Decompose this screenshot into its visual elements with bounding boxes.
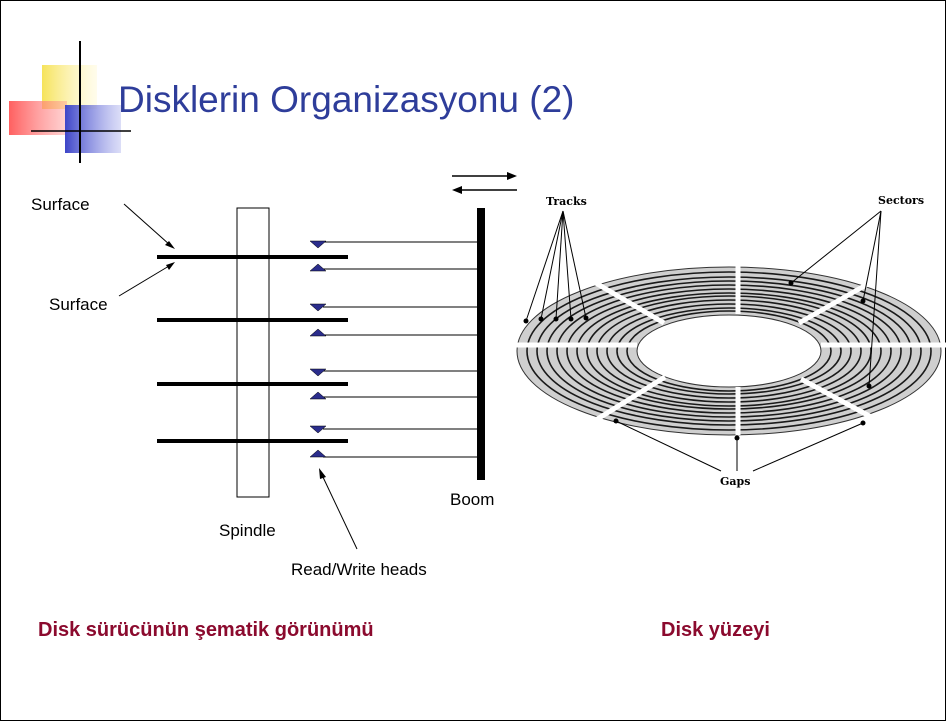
read-write-heads (309, 240, 327, 458)
gaps-label: Gaps (720, 475, 750, 488)
read-write-heads-label: Read/Write heads (291, 560, 427, 579)
platters (157, 255, 348, 443)
disk-callout-arrows (525, 210, 882, 472)
boom-label: Boom (450, 490, 495, 509)
head-up (309, 449, 327, 458)
surface-bottom-label: Surface (49, 295, 108, 314)
head-up (309, 391, 327, 400)
disk-hole (636, 314, 822, 388)
head-up (309, 328, 327, 337)
head-down (309, 425, 327, 434)
disk-callout-arrowheads (523, 280, 872, 441)
slide-title: Disklerin Organizasyonu (2) (118, 79, 575, 120)
disk-surface-figure (511, 265, 947, 436)
spindle (236, 207, 270, 498)
sectors-label: Sectors (878, 194, 924, 207)
sector-gaps (511, 265, 947, 435)
label-pointers (118, 203, 358, 550)
spindle-label: Spindle (219, 521, 276, 540)
decorative-corner-logo (9, 41, 131, 163)
head-down (309, 240, 327, 249)
surface-top-label: Surface (31, 195, 90, 214)
tracks-label: Tracks (546, 195, 587, 208)
head-up (309, 263, 327, 272)
boom-motion-arrows (452, 172, 517, 194)
boom (477, 208, 485, 480)
caption-disk-surface: Disk yüzeyi (661, 619, 770, 641)
disk-tracks (526, 271, 932, 431)
head-down (309, 303, 327, 312)
head-arms (323, 241, 477, 458)
head-down (309, 368, 327, 377)
caption-schematic: Disk sürücünün şematik görünümü (38, 619, 374, 641)
